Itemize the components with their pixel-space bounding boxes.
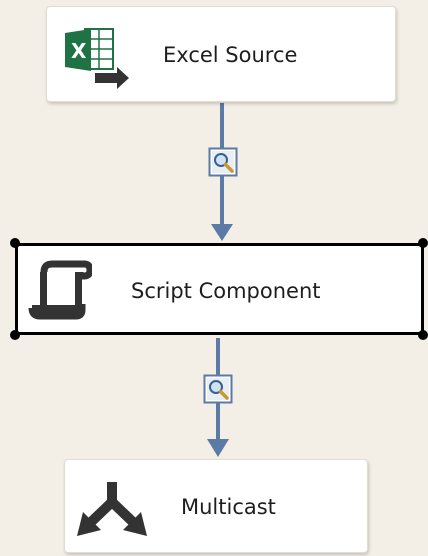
svg-text:X: X (71, 39, 87, 63)
selection-handle-top-left[interactable] (10, 238, 20, 248)
path-arrowhead-1 (211, 224, 233, 241)
excel-source-icon: X (61, 25, 133, 89)
multicast-label: Multicast (181, 495, 276, 519)
script-component-label: Script Component (131, 279, 321, 303)
script-icon (28, 258, 92, 322)
excel-source-component[interactable]: X Excel Source (46, 6, 396, 102)
data-viewer-magnifier-icon[interactable] (208, 147, 238, 177)
selection-handle-bottom-left[interactable] (10, 330, 20, 340)
selection-handle-bottom-right[interactable] (418, 330, 428, 340)
data-viewer-magnifier-icon[interactable] (203, 374, 233, 404)
excel-source-label: Excel Source (163, 43, 298, 67)
script-component[interactable]: Script Component (15, 243, 424, 335)
path-arrowhead-2 (207, 439, 229, 457)
multicast-icon (77, 480, 147, 540)
multicast-component[interactable]: Multicast (64, 459, 368, 553)
selection-handle-top-right[interactable] (418, 238, 428, 248)
